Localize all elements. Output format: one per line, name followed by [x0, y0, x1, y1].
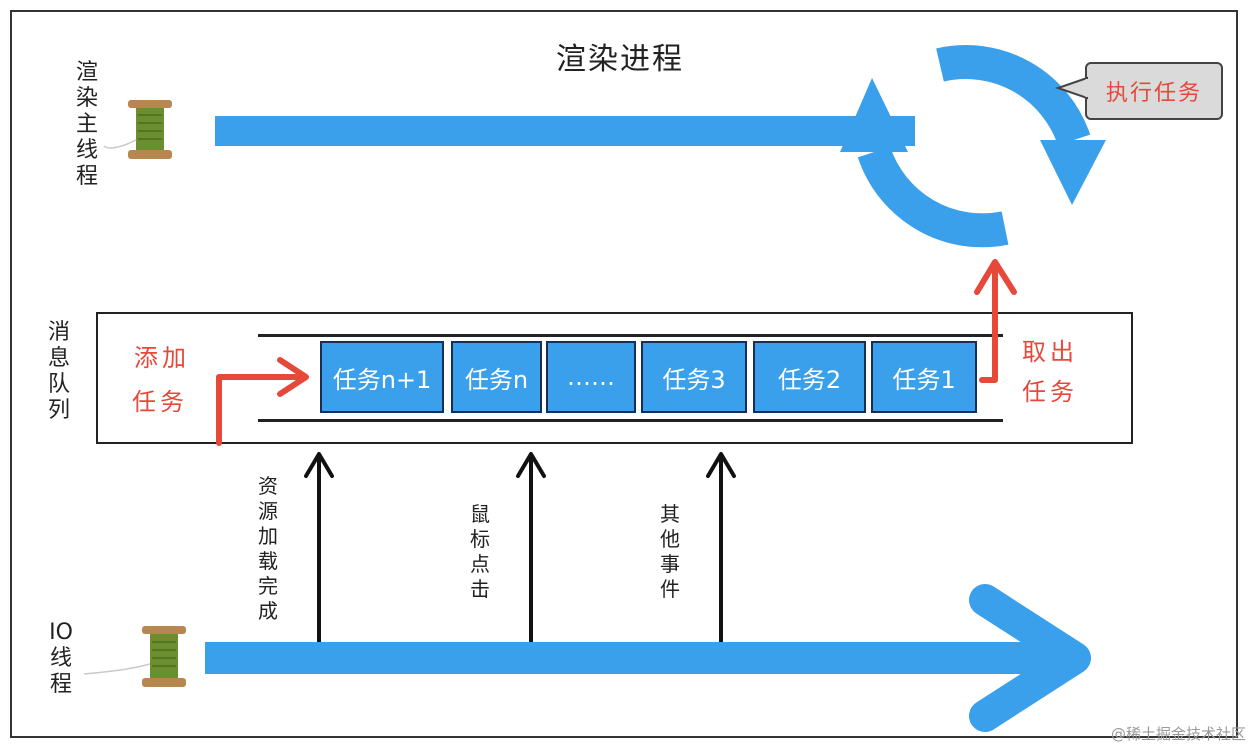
- spool-icon-render-thread: [103, 100, 172, 159]
- event-label-other-events: 其他事件: [660, 502, 680, 601]
- io-thread-label: IO线程: [49, 620, 73, 697]
- queue-task-1: 任务1: [871, 341, 977, 413]
- take-task-arrow: [974, 259, 1017, 383]
- execute-task-bubble: 执行任务: [1085, 62, 1223, 120]
- message-queue-label: 消息队列: [47, 320, 70, 423]
- take-task-label-line2: 任务: [1022, 378, 1078, 406]
- queue-task-ellipsis: ……: [546, 341, 636, 413]
- diagram-frame: [10, 10, 1238, 738]
- queue-bottom-rail: [258, 419, 1003, 422]
- add-task-label-line2: 任务: [132, 388, 188, 416]
- queue-task-n-plus-1: 任务n+1: [320, 341, 444, 413]
- spool-icon-io-thread: [83, 626, 186, 687]
- queue-task-3: 任务3: [641, 341, 747, 413]
- queue-task-n: 任务n: [451, 341, 542, 413]
- other-events-arrow: [706, 452, 736, 645]
- event-label-resource-loaded: 资源加载完成: [258, 474, 278, 623]
- resource-loaded-arrow: [304, 452, 334, 645]
- event-label-mouse-click: 鼠标点击: [470, 502, 490, 601]
- render-main-thread-label: 渲染主线程: [75, 60, 98, 189]
- queue-task-2: 任务2: [753, 341, 866, 413]
- diagram-title: 渲染进程: [556, 42, 684, 77]
- watermark: @稀土掘金技术社区: [1110, 725, 1246, 743]
- io-thread-arrow: [205, 584, 1091, 732]
- mouse-click-arrow: [516, 452, 546, 645]
- event-loop-cycle-icon: [840, 45, 1106, 248]
- add-task-label-line1: 添加: [134, 344, 190, 372]
- render-thread-arrow: [215, 116, 915, 146]
- queue-top-rail: [258, 334, 1003, 337]
- add-task-arrow: [216, 357, 309, 446]
- take-task-label-line1: 取出: [1022, 338, 1078, 366]
